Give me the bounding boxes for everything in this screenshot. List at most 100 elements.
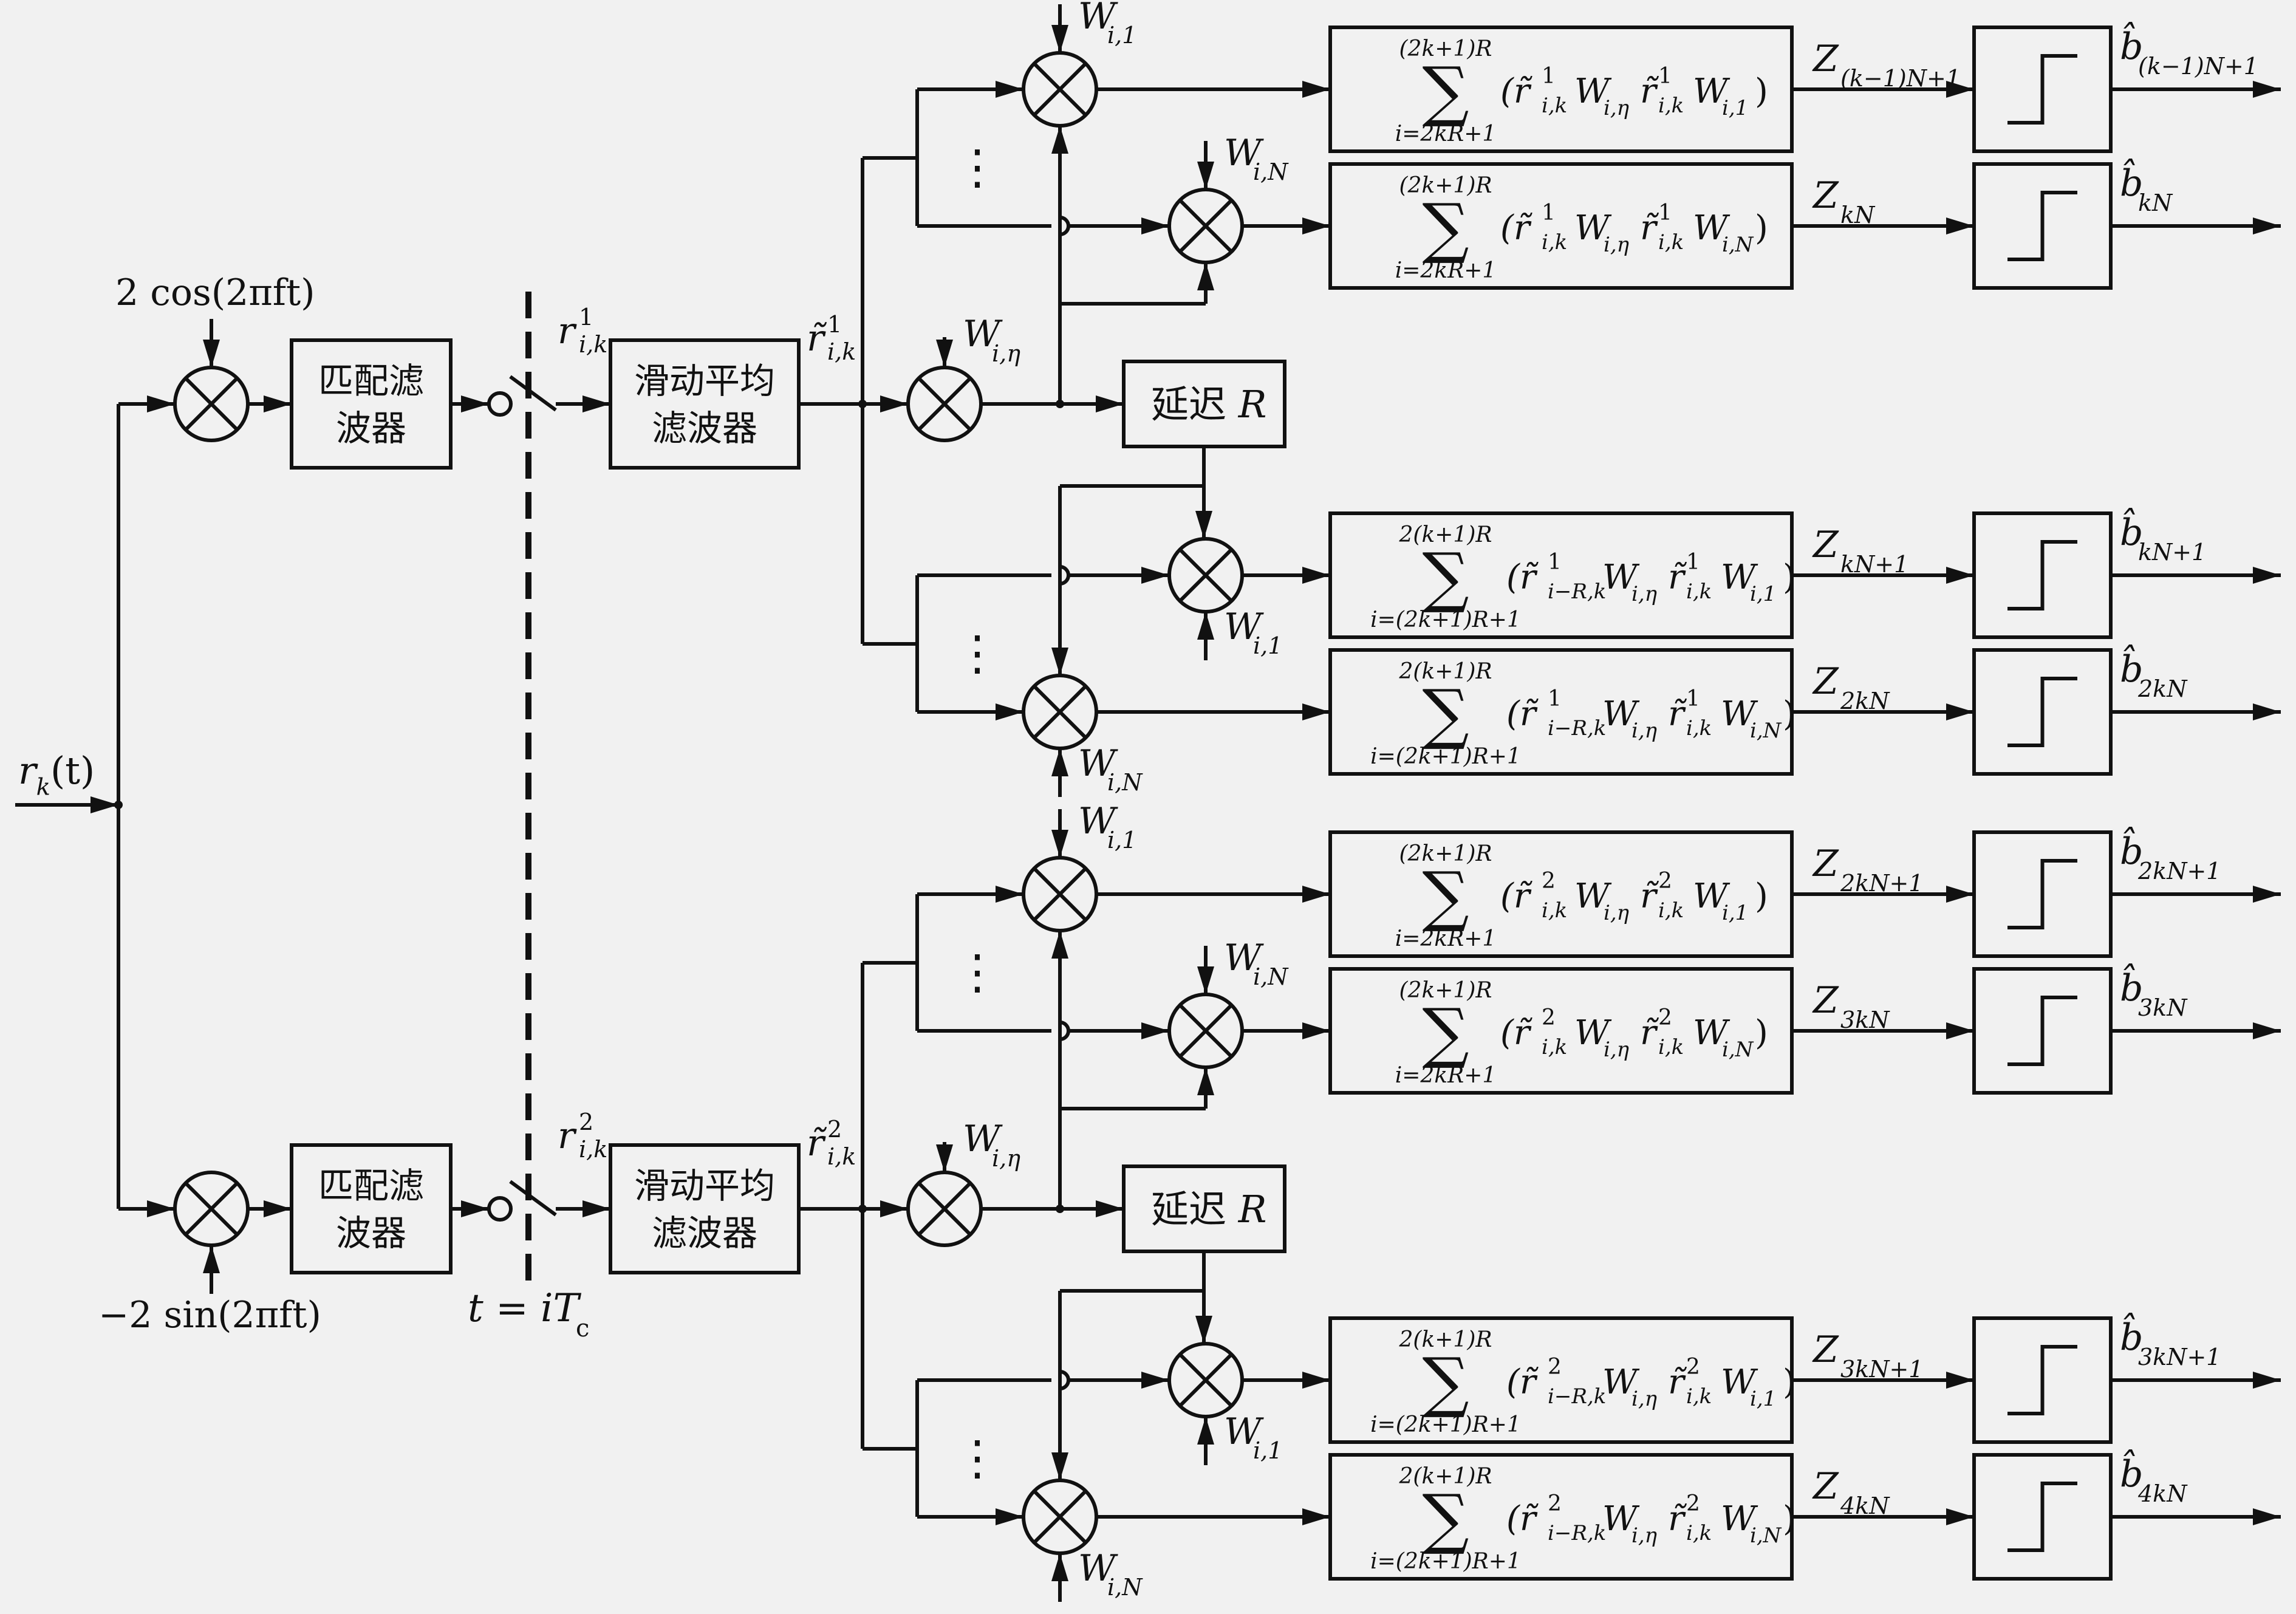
label-part: i,k: [579, 331, 607, 358]
w-eta-symbol: W: [963, 1118, 1003, 1160]
sum-symbol: ∑: [1422, 995, 1469, 1071]
weight-sub: i,N: [1253, 963, 1289, 990]
output-1-arrowhead: [2253, 81, 2281, 98]
term: (r̃: [1506, 558, 1539, 597]
label-part: 2: [827, 1116, 842, 1143]
term-sub: i−R,k: [1548, 1384, 1606, 1409]
term-w-sub: i,1: [1750, 1387, 1776, 1411]
label-part: i,k: [1686, 716, 1712, 740]
label-part: i,k: [1686, 580, 1712, 604]
label-part: r̃: [807, 317, 827, 360]
label-part: ∑: [1422, 676, 1469, 752]
to-decision-4-arrowhead: [1946, 703, 1974, 720]
label-part: ∑: [1422, 1481, 1469, 1557]
crossover-hop: [1059, 216, 1070, 236]
filtered-sup: 2: [827, 1116, 842, 1143]
sum-upper-limit: 2(k+1)R: [1399, 522, 1492, 547]
sum-lower-limit: i=(2k+1)R+1: [1370, 1412, 1521, 1437]
label-part: kN+1: [2138, 539, 2206, 566]
label-part: W: [1224, 1411, 1264, 1453]
sampler-contact: [487, 1196, 513, 1222]
step-function-symbol: [2007, 191, 2077, 261]
label-part: i,η: [992, 1145, 1020, 1172]
eta-row2-arrowhead: [1197, 262, 1214, 290]
z-sub: 4kN: [1840, 1493, 1890, 1519]
sum-symbol: ∑: [1422, 676, 1469, 752]
weight-input-2-arrowhead: [1197, 162, 1214, 190]
accumulator-block: [1328, 1453, 1794, 1581]
to-decision-4-arrowhead: [1946, 1508, 1974, 1525]
oscillator-label: −2 sin(2πft): [98, 1294, 321, 1336]
term-r: r̃: [1640, 72, 1659, 111]
term-close: ): [1755, 1013, 1768, 1053]
z-symbol: Z: [1812, 660, 1839, 703]
label-part: W: [1574, 208, 1612, 248]
output-4-arrowhead: [2253, 703, 2281, 720]
label-part: W: [1693, 1013, 1731, 1053]
term-w-sub: i,N: [1722, 233, 1754, 257]
label-part: i,N: [1722, 1038, 1754, 1062]
label-part: ∑: [1422, 1344, 1469, 1420]
label-part: i−R,k: [1548, 580, 1606, 604]
label-part: i,k: [1658, 898, 1684, 923]
label-part: i,1: [1107, 827, 1136, 853]
label-part: i,η: [1631, 1387, 1658, 1411]
sum-lower-limit: i=(2k+1)R+1: [1370, 607, 1521, 632]
sampling-label: t = iT: [468, 1286, 582, 1331]
label-part: i,k: [1542, 94, 1567, 118]
term-sub: i,k: [1686, 580, 1712, 604]
weight-symbol: W: [1078, 1547, 1118, 1590]
to-decision-2-arrowhead: [1946, 217, 1974, 234]
to-accumulator-3-arrowhead: [1302, 1372, 1330, 1389]
term-sub: i,k: [1542, 94, 1567, 118]
accumulator-block: [1328, 511, 1794, 639]
multiplier-cross: [1178, 1004, 1233, 1058]
label-part: 1: [1548, 550, 1562, 575]
label-part: 2kN: [2137, 675, 2188, 702]
label-part: W: [1224, 937, 1264, 979]
to-delay-wire-arrowhead: [1096, 1200, 1124, 1217]
matched-filter-label: 波器: [336, 1212, 406, 1254]
to-accumulator-2-arrowhead: [1302, 1022, 1330, 1039]
sampler-switch: [509, 375, 557, 412]
term: (r̃: [1506, 1499, 1539, 1539]
step-function-symbol: [2007, 996, 2077, 1066]
input-wire-arrowhead: [91, 796, 118, 813]
sum-upper-limit: (2k+1)R: [1399, 841, 1492, 866]
label-part: i=(2k+1)R+1: [1370, 1549, 1521, 1574]
label-part: W: [1078, 1547, 1118, 1590]
label-part: i,N: [1107, 769, 1143, 796]
term-sup: 2: [1686, 1355, 1700, 1380]
label-part: c: [576, 1315, 589, 1342]
label-part: ∑: [1422, 858, 1469, 934]
sum-upper-limit: 2(k+1)R: [1399, 1327, 1492, 1352]
label-part: 2: [1542, 1005, 1556, 1030]
delay-block: [1122, 1164, 1286, 1253]
label-part: ): [1755, 208, 1768, 248]
label-part: Z: [1812, 1465, 1839, 1508]
label-part: i,k: [827, 338, 856, 365]
label-part: Z: [1812, 843, 1839, 885]
term-w-sub: i,N: [1750, 1523, 1782, 1548]
weight-symbol: W: [1224, 1411, 1264, 1453]
term-close: ): [1783, 558, 1796, 597]
label-part: 滤波器: [652, 408, 757, 449]
term-w: W: [1574, 208, 1612, 248]
label-part: 1: [1686, 550, 1700, 575]
feed-row1-arrowhead: [996, 886, 1023, 903]
label-part: (2k+1)R: [1399, 978, 1492, 1003]
term-w: W: [1574, 1013, 1612, 1053]
z-sub: kN+1: [1840, 551, 1908, 578]
label-part: 1: [579, 304, 593, 330]
accumulator-block: [1328, 1316, 1794, 1444]
step-function-symbol: [2007, 859, 2077, 929]
term: (r̃: [1506, 694, 1539, 734]
label-part: i,N: [1107, 1574, 1143, 1601]
label-part: W: [1574, 1013, 1612, 1053]
label-part: 1: [1548, 686, 1562, 711]
multiplier-cross: [917, 377, 972, 431]
label-part: i,η: [1604, 233, 1630, 257]
term: (r̃: [1500, 877, 1532, 916]
matched-filter-block: [290, 1143, 453, 1274]
label-part: i,N: [1750, 719, 1782, 743]
